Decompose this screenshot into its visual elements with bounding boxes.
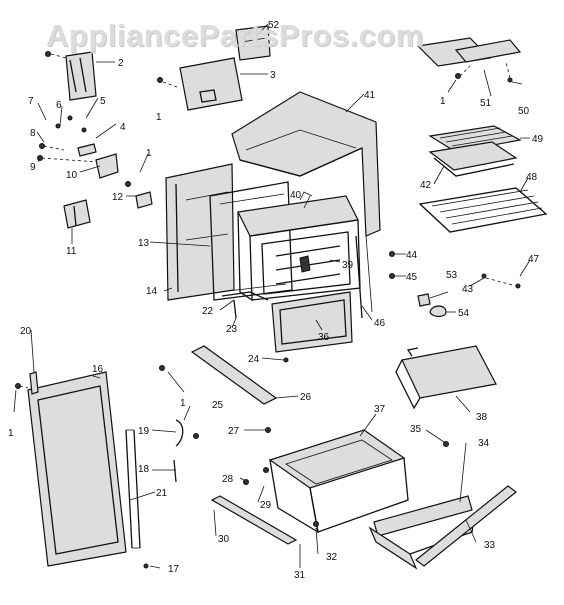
callout-47: 47 [528, 254, 540, 265]
callout-37: 37 [374, 404, 386, 415]
part-49-broil-grid [428, 125, 522, 153]
callout-6: 6 [56, 100, 62, 111]
callout-52: 52 [268, 20, 280, 31]
callout-9: 9 [30, 162, 36, 173]
callout-16: 16 [92, 364, 104, 375]
callout-29: 29 [260, 500, 272, 511]
watermark-text: AppliancePartsPros.com [46, 18, 424, 53]
callout-labels: 52 2 3 7 6 5 4 8 9 10 1 1 12 11 41 1 51 … [8, 20, 544, 581]
callout-3: 3 [270, 70, 276, 81]
parts-17-18-19-25-hardware [143, 419, 199, 569]
callout-50: 50 [518, 106, 530, 117]
callout-33: 33 [484, 540, 496, 551]
callout-1-c: 1 [440, 96, 446, 107]
callout-31: 31 [294, 570, 306, 581]
callout-20: 20 [20, 326, 32, 337]
parts-43-47-53-54-hardware [389, 251, 521, 318]
callout-45: 45 [406, 272, 418, 283]
part-12-clip [125, 181, 153, 209]
callout-22: 22 [202, 306, 214, 317]
callout-32: 32 [326, 552, 338, 563]
callout-7: 7 [28, 96, 34, 107]
callout-1-d: 1 [8, 428, 14, 439]
part-20-hinge [15, 371, 39, 395]
part-46-side-trim [355, 235, 373, 319]
part-39-element [275, 245, 341, 285]
callout-13: 13 [138, 238, 150, 249]
callout-36: 36 [318, 332, 330, 343]
callout-4: 4 [120, 122, 126, 133]
callout-18: 18 [138, 464, 150, 475]
callout-17: 17 [168, 564, 180, 575]
callout-21: 21 [156, 488, 168, 499]
part-2-bracket [45, 51, 97, 101]
callout-1-a: 1 [156, 112, 162, 123]
part-40-oven-liner [237, 191, 361, 302]
part-51-handle [416, 37, 522, 83]
part-3-cover [157, 57, 243, 111]
callout-27: 27 [228, 426, 240, 437]
callout-1-e: 1 [180, 398, 186, 409]
callout-11: 11 [66, 246, 77, 257]
part-36-door-frame [271, 291, 353, 353]
callout-2: 2 [118, 58, 124, 69]
part-38-rack-liner [395, 345, 497, 410]
callout-19: 19 [138, 426, 150, 437]
callout-5: 5 [100, 96, 106, 107]
callout-12: 12 [112, 192, 124, 203]
part-14-cabinet-side [165, 163, 235, 301]
callout-38: 38 [476, 412, 488, 423]
part-33-drawer-handle [415, 485, 517, 567]
callout-10: 10 [66, 170, 78, 181]
part-13-frame [209, 181, 293, 301]
part-22-23-wiring [221, 291, 269, 319]
callout-46: 46 [374, 318, 386, 329]
callout-26: 26 [300, 392, 312, 403]
part-21-door-trim [125, 429, 141, 549]
callout-40: 40 [290, 190, 302, 201]
part-48-oven-rack [418, 187, 548, 233]
callout-39: 39 [342, 260, 354, 271]
callout-24: 24 [248, 354, 260, 365]
callout-41: 41 [364, 90, 376, 101]
part-52-panel [235, 25, 271, 61]
callout-53: 53 [446, 270, 458, 281]
part-37-storage-drawer [268, 429, 409, 534]
callout-23: 23 [226, 324, 238, 335]
part-30-slide [210, 441, 449, 545]
part-11-bracket [63, 199, 91, 229]
part-10-bracket [95, 153, 119, 179]
callout-30: 30 [218, 534, 230, 545]
parts-4-7-hardware [37, 115, 99, 163]
callout-51: 51 [480, 98, 492, 109]
callout-49: 49 [532, 134, 544, 145]
callout-14: 14 [146, 286, 158, 297]
part-16-oven-door [27, 371, 127, 567]
callout-35: 35 [410, 424, 422, 435]
callout-54: 54 [458, 308, 470, 319]
callout-44: 44 [406, 250, 418, 261]
leader-lines [13, 23, 531, 569]
callout-34: 34 [478, 438, 490, 449]
callout-28: 28 [222, 474, 234, 485]
callout-8: 8 [30, 128, 36, 139]
callout-1-b: 1 [146, 148, 152, 159]
callout-25: 25 [212, 400, 224, 411]
callout-42: 42 [420, 180, 432, 191]
callout-43: 43 [462, 284, 474, 295]
part-42-broil-pan [428, 141, 518, 177]
callout-48: 48 [526, 172, 538, 183]
